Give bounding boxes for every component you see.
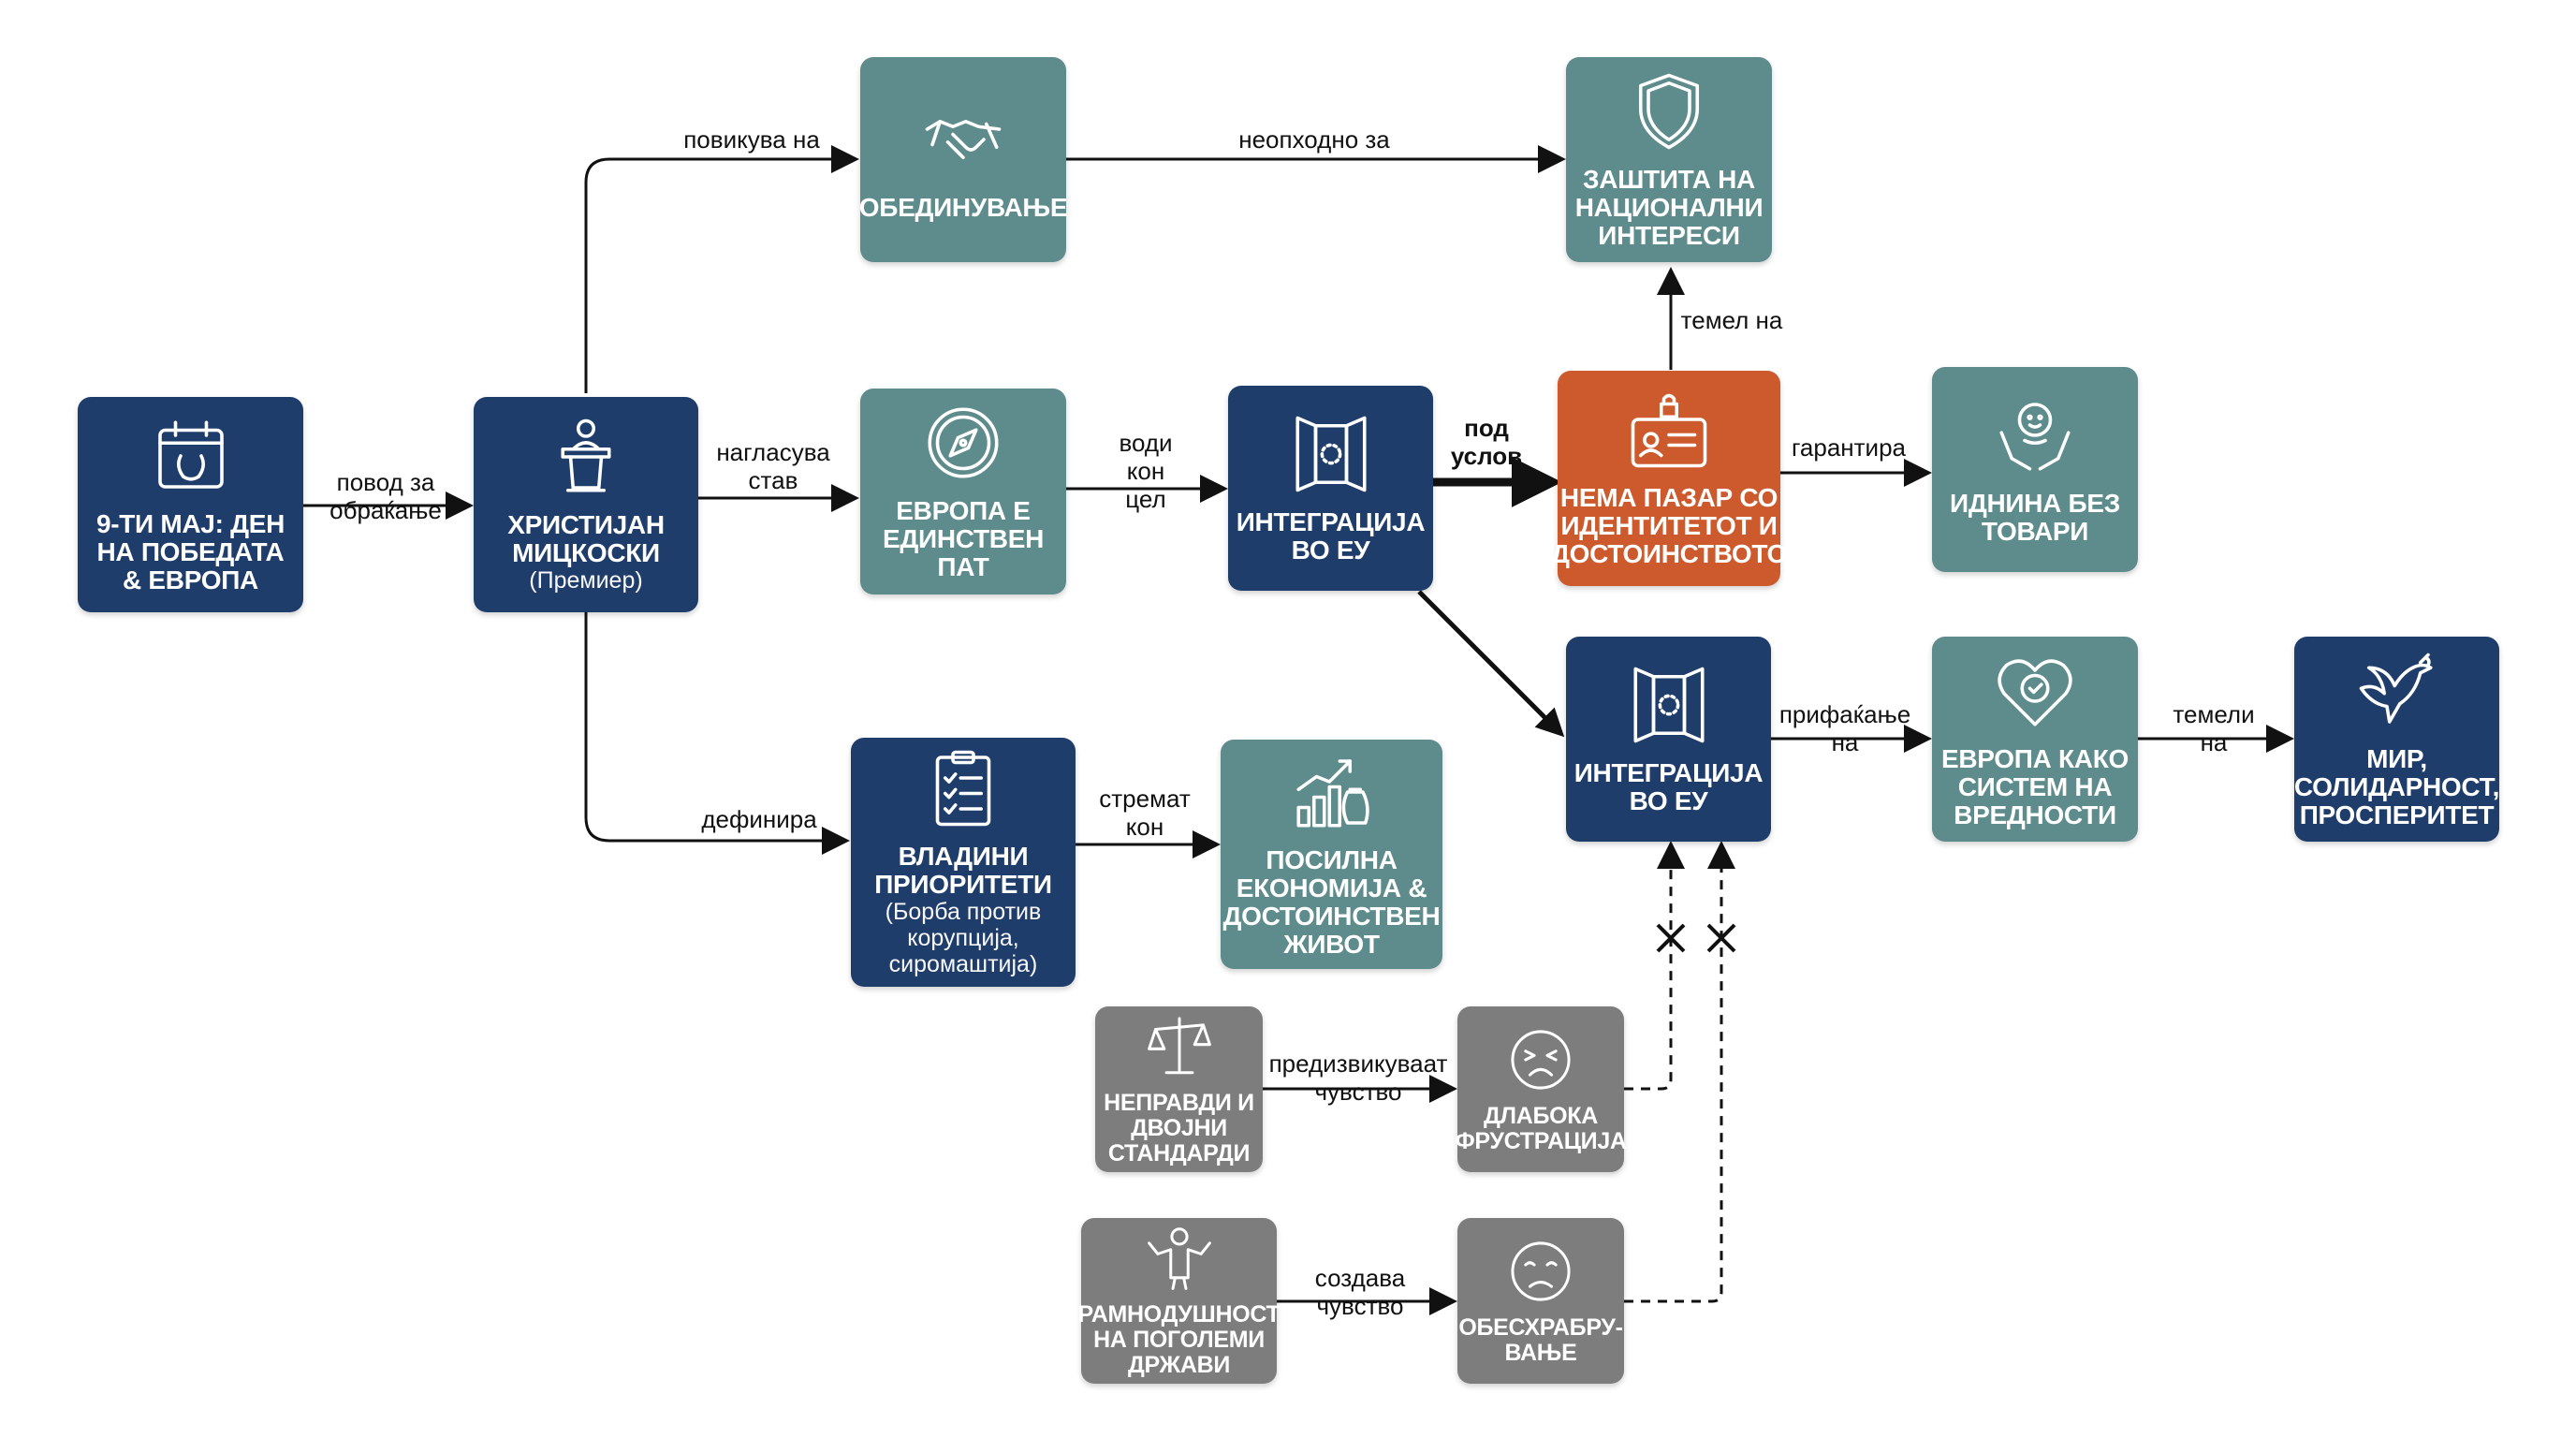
edge-label-creates-feeling: создава чувство xyxy=(1314,1264,1406,1320)
edge-mickoski-to-unification xyxy=(584,145,859,393)
node-eu-integration-2: ИНТЕГРАЦИЈА ВО ЕУ xyxy=(1566,637,1771,842)
node-subtitle: (Борба против корупција, сиромаштија) xyxy=(885,899,1042,977)
edge-label-cause-feeling: предизвикуваат чувство xyxy=(1268,1049,1448,1106)
node-frustration: ДЛАБОКА ФРУСТРАЦИЈА xyxy=(1455,1006,1627,1172)
heart-badge-icon xyxy=(1994,650,2076,732)
node-title: ОБЕДИНУВАЊЕ xyxy=(858,192,1068,222)
node-title: ИНТЕГРАЦИЈА ВО ЕУ xyxy=(1236,506,1426,565)
handshake-icon xyxy=(922,98,1004,181)
clipboard-checklist-icon xyxy=(922,747,1004,829)
dove-icon xyxy=(2356,650,2438,732)
node-stronger-economy: ПОСИЛНА ЕКОНОМИЈА & ДОСТОИНСТВЕН ЖИВОТ xyxy=(1221,740,1442,969)
node-title: ЕВРОПА КАКО СИСТЕМ НА ВРЕДНОСТИ xyxy=(1941,743,2129,829)
calendar-laurel-icon xyxy=(150,415,232,497)
angry-face-icon xyxy=(1506,1025,1575,1094)
eu-door-icon xyxy=(1628,664,1710,746)
node-discouragement: ОБЕСХРАБРУ- ВАЊЕ xyxy=(1457,1218,1624,1384)
node-title: ХРИСТИЈАН МИЦКОСКИ xyxy=(507,510,665,567)
node-title: ЗАШТИТА НА НАЦИОНАЛНИ ИНТЕРЕСИ xyxy=(1574,164,1764,250)
node-future-no-burdens: ИДНИНА БЕЗ ТОВАРИ xyxy=(1932,367,2138,572)
node-gov-priorities: ВЛАДИНИ ПРИОРИТЕТИ (Борба против корупци… xyxy=(851,738,1076,987)
eu-door-icon xyxy=(1290,413,1372,495)
node-title: НЕМА ПАЗАР СО ИДЕНТИТЕТОТ И ДОСТОИНСТВОТ… xyxy=(1551,483,1787,568)
blocked-x-icon xyxy=(1656,923,1686,953)
speaker-podium-icon xyxy=(545,416,627,498)
compass-icon xyxy=(922,402,1004,484)
node-title: РАМНОДУШНОСТ НА ПОГОЛЕМИ ДРЖАВИ xyxy=(1077,1301,1281,1378)
node-national-interests: ЗАШТИТА НА НАЦИОНАЛНИ ИНТЕРЕСИ xyxy=(1566,57,1772,262)
edge-discouragement-to-integration2 xyxy=(1624,841,1735,1303)
node-europe-only-path: ЕВРОПА Е ЕДИНСТВЕН ПАТ xyxy=(860,389,1066,594)
child-in-hands-icon xyxy=(1994,394,2076,477)
edge-label-foundations-of: темели на xyxy=(2173,700,2255,756)
node-eu-integration-1: ИНТЕГРАЦИЈА ВО ЕУ xyxy=(1228,386,1433,591)
edge-label-necessary-for: неопходно за xyxy=(1238,125,1390,154)
node-title: ИДНИНА БЕЗ ТОВАРИ xyxy=(1950,488,2120,546)
edge-label-pretext: повод за обраќање xyxy=(329,468,442,524)
node-victory-day: 9-ТИ МАЈ: ДЕН НА ПОБЕДАТА & ЕВРОПА xyxy=(78,397,303,612)
sad-face-icon xyxy=(1506,1237,1575,1306)
edge-label-leads-to-goal: води кон цел xyxy=(1119,429,1173,513)
node-title: ИНТЕГРАЦИЈА ВО ЕУ xyxy=(1573,757,1764,815)
node-title: ЕВРОПА Е ЕДИНСТВЕН ПАТ xyxy=(882,496,1044,581)
edge-label-calls-for: повикува на xyxy=(683,125,820,154)
node-title: ПОСИЛНА ЕКОНОМИЈА & ДОСТОИНСТВЕН ЖИВОТ xyxy=(1222,844,1441,959)
blocked-x-icon xyxy=(1706,923,1736,953)
node-title: НЕПРАВДИ И ДВОЈНИ СТАНДАРДИ xyxy=(1104,1090,1254,1167)
edge-label-emphasizes: нагласува став xyxy=(716,438,830,494)
edge-label-guarantees: гарантира xyxy=(1791,433,1907,462)
edge-mickoski-to-priorities xyxy=(584,610,850,855)
edge-integration1-to-integration2 xyxy=(1417,590,1565,738)
edge-label-strive-for: стремат кон xyxy=(1099,785,1191,841)
node-title: ОБЕСХРАБРУ- ВАЊЕ xyxy=(1458,1313,1623,1366)
node-title: МИР, СОЛИДАРНОСТ, ПРОСПЕРИТЕТ xyxy=(2293,743,2500,829)
node-subtitle: (Премиер) xyxy=(529,567,643,594)
shield-icon xyxy=(1628,70,1710,153)
node-title: 9-ТИ МАЈ: ДЕН НА ПОБЕДАТА & ЕВРОПА xyxy=(95,509,285,594)
node-title: ВЛАДИНИ ПРИОРИТЕТИ xyxy=(874,842,1052,899)
node-no-bargain: НЕМА ПАЗАР СО ИДЕНТИТЕТОТ И ДОСТОИНСТВОТ… xyxy=(1551,371,1787,586)
node-unification: ОБЕДИНУВАЊЕ xyxy=(858,57,1068,262)
node-indifference: РАМНОДУШНОСТ НА ПОГОЛЕМИ ДРЖАВИ xyxy=(1078,1218,1281,1384)
node-peace: МИР, СОЛИДАРНОСТ, ПРОСПЕРИТЕТ xyxy=(2294,637,2499,842)
node-injustice: НЕПРАВДИ И ДВОЈНИ СТАНДАРДИ xyxy=(1095,1006,1263,1172)
edge-label-foundation-of: темел на xyxy=(1680,306,1783,334)
node-title: ДЛАБОКА ФРУСТРАЦИЈА xyxy=(1455,1102,1627,1154)
shrugging-person-icon xyxy=(1145,1224,1214,1293)
locked-id-card-icon xyxy=(1628,389,1710,471)
growth-money-icon xyxy=(1291,751,1373,833)
edge-label-acceptance-of: прифаќање на xyxy=(1778,700,1911,756)
edge-frustration-to-integration2 xyxy=(1624,841,1685,1091)
scales-icon xyxy=(1145,1012,1214,1081)
edge-label-defines: дефинира xyxy=(701,805,817,833)
edge-label-on-condition: под услов xyxy=(1450,414,1523,470)
node-europe-values: ЕВРОПА КАКО СИСТЕМ НА ВРЕДНОСТИ xyxy=(1932,637,2138,842)
node-mickoski: ХРИСТИЈАН МИЦКОСКИ (Премиер) xyxy=(474,397,698,612)
